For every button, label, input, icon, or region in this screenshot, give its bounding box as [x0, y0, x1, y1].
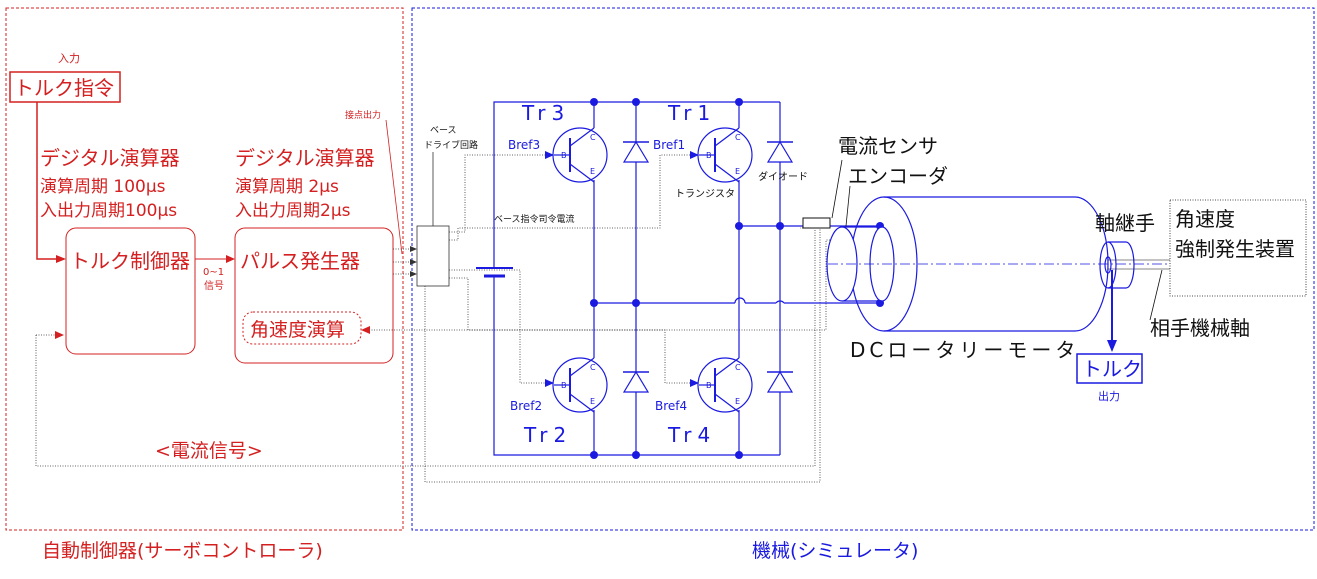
- dc-motor: [850, 196, 1109, 332]
- pulse-output-arrowhead-3: [410, 271, 417, 277]
- signal-label-2: 信号: [204, 280, 224, 292]
- svg-text:E: E: [735, 167, 740, 176]
- angular-velocity-generator-box: [1169, 199, 1307, 297]
- encoder-feedback-arrowhead: [361, 326, 370, 334]
- coupling-label: 軸継手: [1095, 211, 1155, 235]
- transistor-label: トランジスタ: [675, 188, 735, 200]
- angular-velocity-calc-label: 角速度演算: [250, 319, 345, 341]
- diode-lower-right: [766, 370, 794, 393]
- pulse-output-arrowhead-2: [410, 259, 417, 265]
- torque-command-label: トルク指令: [14, 76, 114, 100]
- svg-text:C: C: [590, 363, 596, 372]
- svg-text:C: C: [735, 133, 741, 142]
- diode-upper-right: [766, 140, 794, 163]
- controller-to-pulse-arrowhead: [226, 255, 235, 263]
- terminal-letters: B C E B C E B C E B C E: [561, 133, 741, 406]
- angular-velocity-generator-label-1: 角速度: [1175, 207, 1235, 231]
- motor-label: DCロータリーモータ: [850, 338, 1079, 362]
- pulse-generator-box: [234, 227, 394, 364]
- diode-upper-left: [622, 140, 650, 163]
- diode-label: ダイオード: [758, 170, 808, 183]
- digital-computer-2-title: デジタル演算器: [235, 146, 375, 170]
- svg-text:B: B: [561, 151, 567, 160]
- torque-output-box: [1076, 353, 1143, 384]
- digital-computer-2-calc-period: 演算周期 2μs: [235, 177, 339, 197]
- current-sensor: [802, 217, 831, 229]
- bref3-label: Bref3: [508, 138, 540, 152]
- contact-output-label: 接点出力: [345, 109, 381, 121]
- signal-label-1: 0~1: [203, 267, 224, 278]
- circuit-nodes: [590, 98, 884, 459]
- angular-velocity-calc-box: [242, 311, 362, 345]
- torque-output-arrowhead: [1107, 340, 1117, 352]
- base-drive-label-2: ドライブ回路: [424, 139, 478, 151]
- shaft-coupling: [1099, 241, 1135, 289]
- transistor-tr2: [552, 357, 608, 413]
- current-signal-arrowhead: [55, 331, 64, 339]
- base-drive-box: [416, 225, 450, 287]
- current-signal-label: <電流信号>: [155, 440, 263, 462]
- input-label: 入力: [58, 52, 80, 65]
- transistor-tr1: [697, 127, 753, 183]
- bref4-label: Bref4: [655, 399, 687, 413]
- transistor-tr4: [697, 357, 753, 413]
- tr2-label: Tr2: [523, 423, 572, 447]
- torque-output-label: トルク: [1082, 357, 1142, 381]
- bref1-arrowhead: [690, 151, 699, 159]
- controller-frame: [5, 7, 404, 531]
- svg-text:B: B: [706, 381, 712, 390]
- diode-lower-left: [622, 370, 650, 393]
- transistor-tr3: [552, 127, 608, 183]
- angular-velocity-generator-label-2: 強制発生装置: [1175, 237, 1295, 261]
- bref1-label: Bref1: [653, 138, 685, 152]
- tr1-label: Tr1: [667, 101, 716, 125]
- command-to-controller-line: [36, 102, 64, 260]
- machine-frame: [411, 7, 1315, 531]
- partner-shaft-label: 相手機械軸: [1150, 316, 1250, 340]
- torque-controller-label: トルク制御器: [70, 249, 190, 273]
- svg-text:E: E: [590, 167, 595, 176]
- digital-computer-1-io-period: 入出力周期100μs: [40, 201, 177, 221]
- base-drive-label-1: ベース: [430, 126, 457, 136]
- svg-text:E: E: [590, 397, 595, 406]
- svg-text:C: C: [590, 133, 596, 142]
- bref2-arrowhead: [545, 379, 554, 387]
- current-sensor-leader: [831, 159, 843, 219]
- pulse-generator-label: パルス発生器: [240, 249, 360, 273]
- bref2-label: Bref2: [510, 399, 542, 413]
- digital-computer-2-io-period: 入出力周期2μs: [235, 201, 351, 221]
- bref3-arrowhead: [545, 151, 554, 159]
- bref4-arrowhead: [690, 379, 699, 387]
- torque-command-box: [9, 71, 121, 103]
- pulse-output-arrowhead-1: [410, 246, 417, 252]
- svg-text:B: B: [561, 381, 567, 390]
- current-sensor-label: 電流センサ: [838, 134, 938, 158]
- digital-computer-1-title: デジタル演算器: [40, 146, 180, 170]
- torque-controller-box: [65, 227, 196, 355]
- controller-section-label: 自動制御器(サーボコントローラ): [42, 540, 323, 562]
- tr4-label: Tr4: [667, 423, 716, 447]
- encoder-label: エンコーダ: [848, 164, 948, 188]
- base-current-label: ベース指令司令電流: [494, 213, 575, 225]
- contact-output-leader: [385, 119, 403, 255]
- svg-text:C: C: [735, 363, 741, 372]
- command-to-controller-arrowhead: [56, 255, 66, 263]
- torque-output-small-label: 出力: [1098, 389, 1120, 403]
- machine-section-label: 機械(シミュレータ): [752, 540, 918, 562]
- svg-text:E: E: [735, 397, 740, 406]
- svg-text:B: B: [706, 151, 712, 160]
- digital-computer-1-calc-period: 演算周期 100μs: [40, 177, 166, 197]
- tr3-label: Tr3: [521, 101, 570, 125]
- base-drive-wiring: [424, 154, 821, 483]
- partner-shaft-leader: [1149, 269, 1163, 321]
